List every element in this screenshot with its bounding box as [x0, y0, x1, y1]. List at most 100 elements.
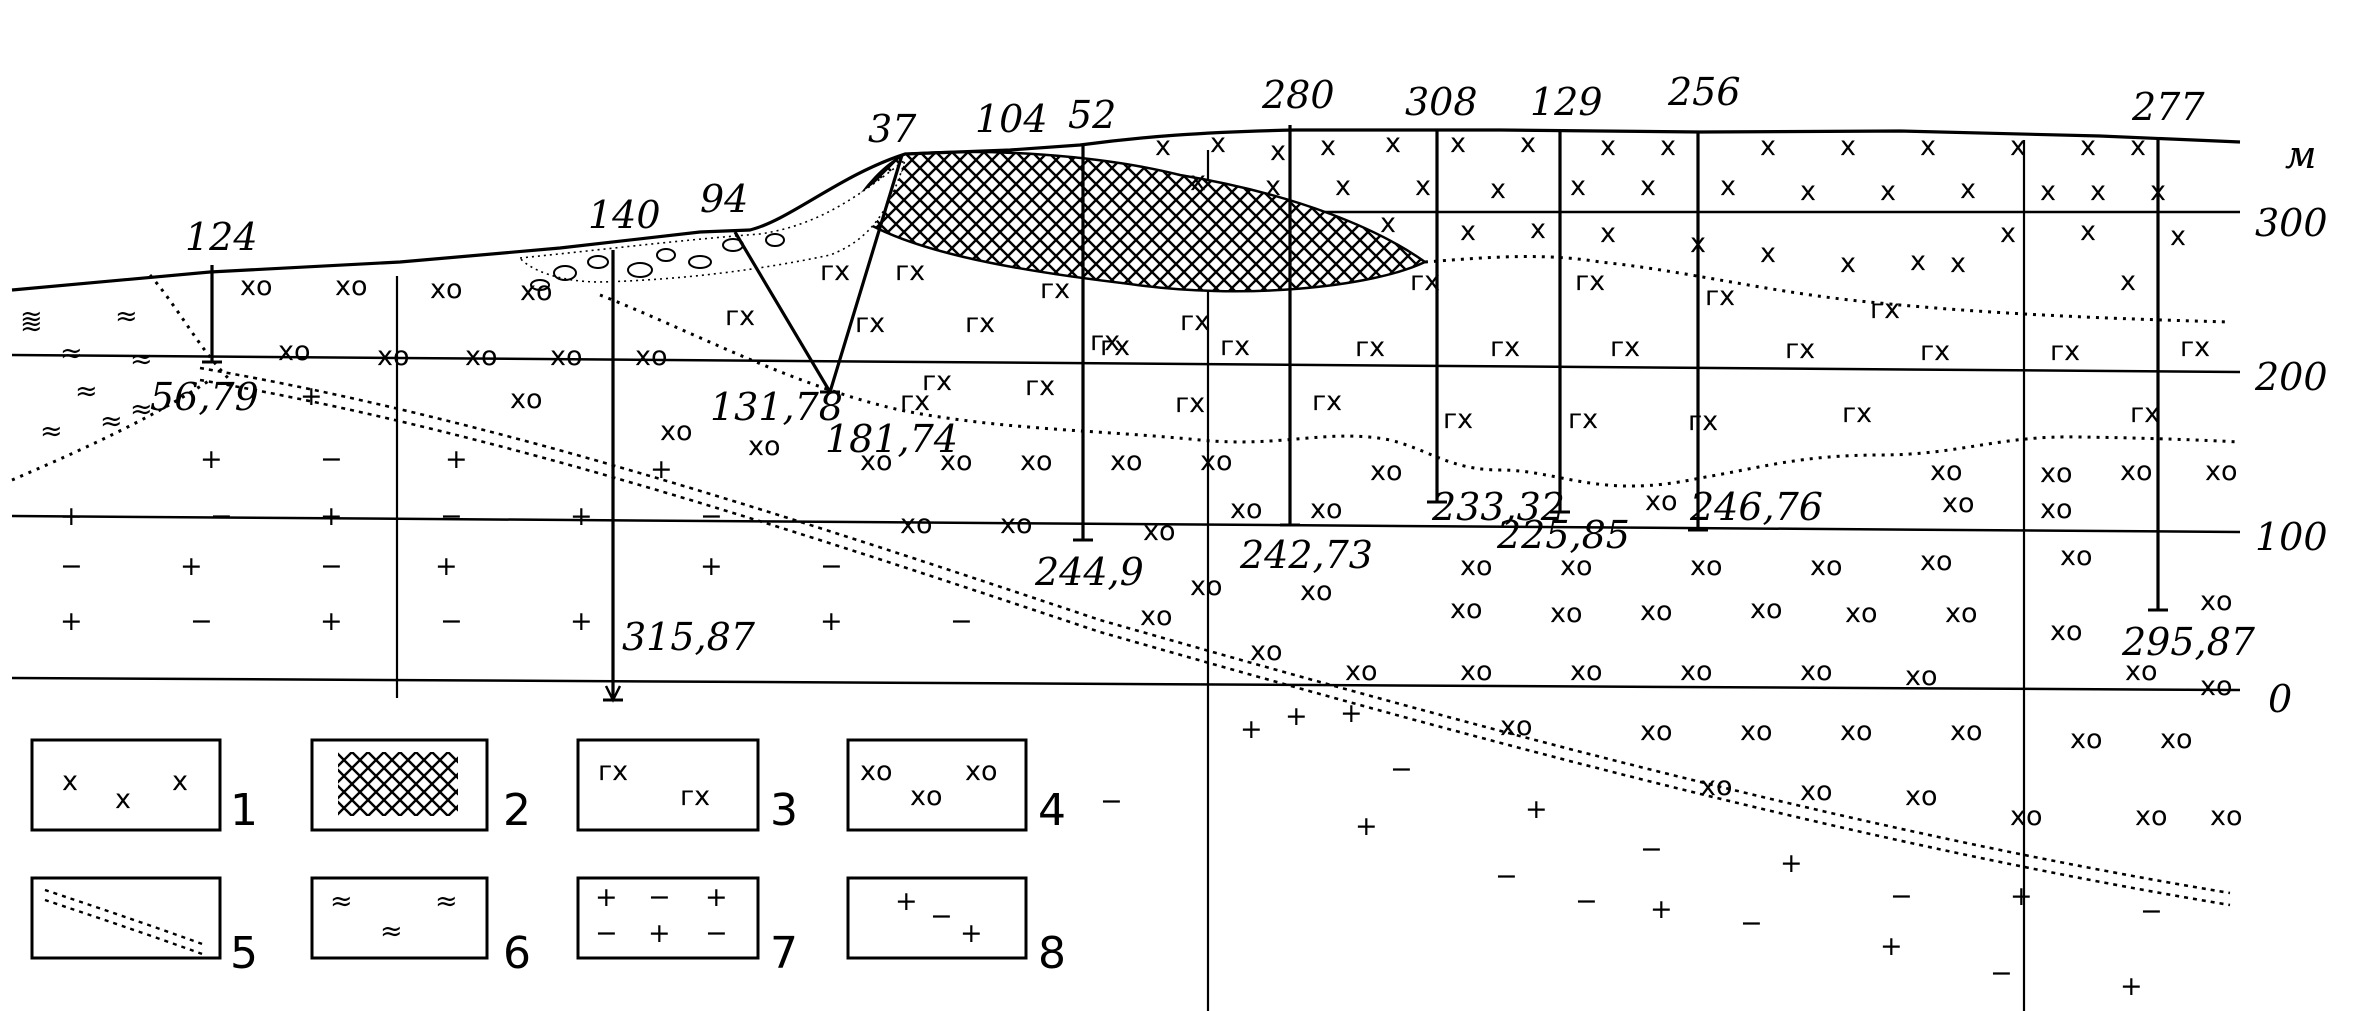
- symbol-gabbro: гх: [1575, 266, 1605, 297]
- symbol-minus: −: [1390, 754, 1413, 785]
- symbol-gneiss: хо: [1700, 771, 1733, 802]
- symbol-granite: х: [1570, 171, 1586, 202]
- well-number: 37: [868, 107, 917, 151]
- symbol-granite: х: [1600, 131, 1616, 162]
- contact-left: [11, 274, 232, 482]
- symbol-granite: х: [2010, 131, 2026, 162]
- symbol-granite: х: [1270, 136, 1286, 167]
- symbol-gneiss: хо: [1550, 598, 1583, 629]
- symbol-plus: +: [1240, 714, 1263, 745]
- svg-text:х: х: [172, 766, 188, 797]
- symbol-gabbro: гх: [855, 308, 885, 339]
- symbol-granite: х: [2000, 218, 2016, 249]
- symbol-minus: −: [1100, 786, 1123, 817]
- symbol-gneiss: хо: [550, 341, 583, 372]
- symbol-plus: +: [1780, 848, 1803, 879]
- svg-text:≈: ≈: [330, 886, 353, 917]
- well-depth: 315,87: [622, 615, 756, 659]
- symbol-minus: −: [1890, 881, 1913, 912]
- svg-text:+: +: [705, 882, 728, 913]
- well-depth: 295,87: [2121, 620, 2256, 664]
- symbol-gabbro: гх: [1568, 404, 1598, 435]
- symbol-schist: ≈: [75, 376, 98, 407]
- well-depth: 181,74: [825, 417, 958, 461]
- symbol-minus: −: [320, 551, 343, 582]
- legend-number: 3: [770, 785, 798, 836]
- symbol-granite: х: [1530, 214, 1546, 245]
- symbol-gneiss: хо: [635, 341, 668, 372]
- symbol-minus: −: [210, 501, 233, 532]
- symbol-gabbro: гх: [1842, 398, 1872, 429]
- symbol-gneiss: хо: [1250, 636, 1283, 667]
- symbol-gneiss: хо: [1920, 546, 1953, 577]
- symbol-plus: +: [1355, 811, 1378, 842]
- symbol-minus: −: [60, 551, 83, 582]
- axis-unit: м: [2285, 133, 2317, 177]
- svg-text:−: −: [930, 901, 953, 932]
- symbol-gneiss: хо: [1190, 571, 1223, 602]
- svg-text:хо: хо: [860, 756, 893, 787]
- symbol-gneiss: хо: [1930, 456, 1963, 487]
- symbol-gabbro: гх: [1355, 332, 1385, 363]
- symbol-gabbro: гх: [965, 308, 995, 339]
- symbol-gabbro: гх: [1180, 306, 1210, 337]
- symbol-plus: +: [1340, 698, 1363, 729]
- symbol-granite: х: [1155, 131, 1171, 162]
- symbol-minus: −: [320, 444, 343, 475]
- symbol-gneiss: хо: [2040, 494, 2073, 525]
- symbol-granite: х: [1760, 131, 1776, 162]
- legend-number: 2: [503, 785, 531, 836]
- symbol-gabbro: гх: [1410, 266, 1440, 297]
- symbol-gneiss: хо: [2010, 801, 2043, 832]
- symbol-gneiss: хо: [1300, 576, 1333, 607]
- symbol-granite: х: [1950, 248, 1966, 279]
- symbol-granite: х: [1415, 171, 1431, 202]
- symbol-gneiss: хо: [2210, 801, 2243, 832]
- elevation-line-200: [11, 353, 2241, 374]
- symbol-gneiss: хо: [1500, 711, 1533, 742]
- symbol-granite: х: [1640, 171, 1656, 202]
- symbol-gneiss: хо: [1640, 716, 1673, 747]
- symbol-plus: +: [1285, 701, 1308, 732]
- symbol-gneiss: хо: [335, 271, 368, 302]
- symbol-plus: +: [570, 606, 593, 637]
- symbol-gabbro: гх: [1025, 371, 1055, 402]
- well-37: 37 181,74: [820, 107, 958, 461]
- symbol-gneiss: хо: [1000, 509, 1033, 540]
- svg-text:+: +: [960, 918, 983, 949]
- symbol-granite: х: [1920, 131, 1936, 162]
- axis-tick-100: 100: [2255, 515, 2328, 559]
- symbol-granite: х: [1385, 128, 1401, 159]
- symbol-gabbro: гх: [1312, 386, 1342, 417]
- symbol-gneiss: хо: [1200, 446, 1233, 477]
- symbol-gneiss: хо: [1905, 781, 1938, 812]
- symbol-gneiss: хо: [1560, 551, 1593, 582]
- svg-text:−: −: [595, 918, 618, 949]
- legend-item-5: 5: [30, 876, 258, 979]
- symbol-gabbro: гх: [1220, 331, 1250, 362]
- legend-number: 5: [230, 928, 258, 979]
- legend-number: 7: [770, 928, 798, 979]
- symbol-granite: х: [1760, 238, 1776, 269]
- svg-text:≈: ≈: [380, 916, 403, 947]
- symbol-minus: −: [1495, 861, 1518, 892]
- symbol-gneiss: хо: [510, 384, 543, 415]
- symbol-plus: +: [570, 501, 593, 532]
- symbol-schist: ≈: [130, 394, 153, 425]
- well-number: 280: [1261, 73, 1335, 117]
- well-depth: 246,76: [1689, 485, 1823, 529]
- symbol-gneiss: хо: [1460, 551, 1493, 582]
- symbol-granite: х: [1380, 208, 1396, 239]
- symbol-plus: +: [650, 454, 673, 485]
- topographic-surface: [11, 128, 2241, 292]
- symbol-plus: +: [60, 606, 83, 637]
- symbol-gneiss: хо: [1740, 716, 1773, 747]
- legend-number: 6: [503, 928, 531, 979]
- symbol-granite: х: [2090, 176, 2106, 207]
- svg-text:+: +: [648, 918, 671, 949]
- legend-item-3: гх гх 3: [576, 738, 798, 836]
- svg-text:+: +: [595, 882, 618, 913]
